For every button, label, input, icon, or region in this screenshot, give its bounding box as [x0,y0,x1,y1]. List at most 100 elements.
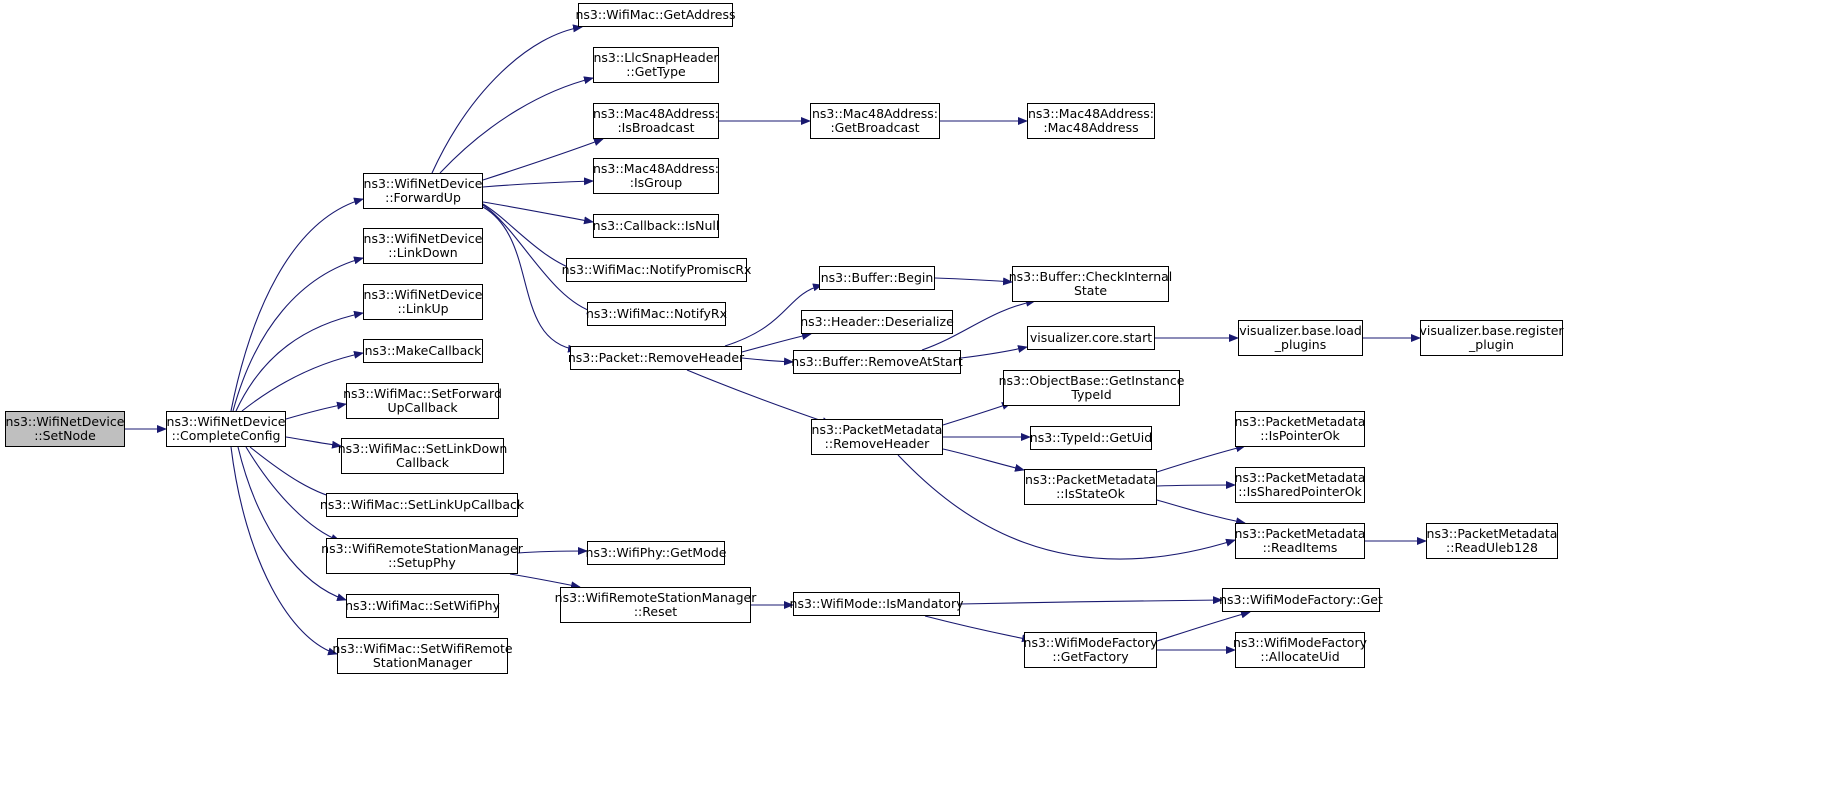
node-isbroadcast[interactable]: ns3::Mac48Address::IsBroadcast [593,103,719,139]
node-allocateuid[interactable]: ns3::WifiModeFactory::AllocateUid [1233,632,1367,668]
node-pmremoveheader[interactable]: ns3::PacketMetadata::RemoveHeader [811,419,943,455]
node-isstateok[interactable]: ns3::PacketMetadata::IsStateOk [1024,469,1157,505]
node-vizregisterplugin[interactable]: visualizer.base.register_plugin [1419,320,1564,356]
gettype-label-line-2: ::GetType [626,64,686,79]
linkup-label-line-2: ::LinkUp [397,301,449,316]
edge-setupphy-to-getmode [517,547,588,556]
node-setlinkupcallback[interactable]: ns3::WifiMac::SetLinkUpCallback [320,493,524,517]
setforwardupcallback-label-line-2: UpCallback [387,400,458,415]
node-notifyrx[interactable]: ns3::WifiMac::NotifyRx [586,302,728,326]
ispointerok-label-line-1: ns3::PacketMetadata [1234,413,1366,429]
isstateok-label-line-1: ns3::PacketMetadata [1025,471,1156,487]
edge-completeconfig-to-setlinkdowncallback [285,436,342,449]
node-ismandatory[interactable]: ns3::WifiMode::IsMandatory [790,592,963,616]
edge-packetremoveheader-to-bufferremoveatstart [741,357,794,366]
node-mac48address[interactable]: ns3::Mac48Address::Mac48Address [1027,103,1155,139]
setupphy-label-line-1: ns3::WifiRemoteStationManager [321,540,523,556]
edge-completeconfig-to-setforwardupcallback [285,401,347,420]
node-getfactory[interactable]: ns3::WifiModeFactory::GetFactory [1024,632,1157,668]
edge-bufferremoveatstart-to-vizcorestart [960,345,1028,359]
node-modefactoryget[interactable]: ns3::WifiModeFactory::Get [1219,588,1383,612]
setwifiremote-label-line-1: ns3::WifiMac::SetWifiRemote [332,640,513,656]
node-forwardup[interactable]: ns3::WifiNetDevice::ForwardUp [363,173,483,209]
getfactory-label-line-2: ::GetFactory [1052,649,1129,664]
vizcorestart-label-line-1: visualizer.core.start [1029,329,1153,345]
typeidgetuid-label-line-1: ns3::TypeId::GetUid [1029,429,1153,445]
bufferremoveatstart-label-line-1: ns3::Buffer::RemoveAtStart [791,353,963,369]
node-linkup[interactable]: ns3::WifiNetDevice::LinkUp [363,284,483,320]
edge-packetremoveheader-to-pmremoveheader [686,369,832,425]
edge-isstateok-to-readitems [1156,499,1246,526]
node-getmode[interactable]: ns3::WifiPhy::GetMode [585,541,727,565]
getmode-label-line-1: ns3::WifiPhy::GetMode [585,544,727,560]
edge-ismandatory-to-getfactory [924,615,1032,643]
edge-completeconfig-to-forwardup [230,197,364,412]
node-setwifiphy[interactable]: ns3::WifiMac::SetWifiPhy [345,594,500,618]
node-typeidgetuid[interactable]: ns3::TypeId::GetUid [1030,426,1152,450]
node-getaddress[interactable]: ns3::WifiMac::GetAddress [575,3,736,27]
edge-packetremoveheader-to-bufferbegin [724,283,823,347]
headerdeserialize-label-line-1: ns3::Header::Deserialize [800,313,954,329]
node-isgroup[interactable]: ns3::Mac48Address::IsGroup [593,158,719,194]
mac48address-label-line-1: ns3::Mac48Address: [1027,105,1155,121]
managerreset-label-line-1: ns3::WifiRemoteStationManager [554,589,757,605]
notifypromiscrx-label-line-1: ns3::WifiMac::NotifyPromiscRx [561,261,752,277]
setlinkupcallback-label-line-1: ns3::WifiMac::SetLinkUpCallback [319,496,525,512]
completeconfig-label-line-1: ns3::WifiNetDevice [166,413,286,429]
node-gettype[interactable]: ns3::LlcSnapHeader::GetType [593,47,719,83]
setwifiremote-label-line-2: StationManager [372,655,473,670]
getaddress-label-line-1: ns3::WifiMac::GetAddress [575,6,736,22]
node-setupphy[interactable]: ns3::WifiRemoteStationManager::SetupPhy [321,538,523,574]
packetremoveheader-label-line-1: ns3::Packet::RemoveHeader [567,349,745,365]
getbroadcast-label-line-2: :GetBroadcast [830,120,920,135]
readuleb128-label-line-1: ns3::PacketMetadata [1426,525,1558,541]
ismandatory-label-line-1: ns3::WifiMode::IsMandatory [789,595,964,611]
edge-ismandatory-to-modefactoryget [959,596,1223,605]
node-getbroadcast[interactable]: ns3::Mac48Address::GetBroadcast [810,103,940,139]
node-managerreset[interactable]: ns3::WifiRemoteStationManager::Reset [555,587,756,623]
edge-forwardup-to-notifyrx [482,204,597,315]
notifyrx-label-line-1: ns3::WifiMac::NotifyRx [586,305,728,321]
linkdown-label-line-2: ::LinkDown [388,245,458,260]
linkdown-label-line-1: ns3::WifiNetDevice [363,230,483,246]
node-headerdeserialize[interactable]: ns3::Header::Deserialize [800,310,954,334]
edge-bufferremoveatstart-to-checkinternalstate [921,298,1036,351]
allocateuid-label-line-2: ::AllocateUid [1260,649,1340,664]
edge-forwardup-to-isbroadcast [482,138,604,181]
vizloadplugins-label-line-2: _plugins [1274,337,1327,352]
node-isnull[interactable]: ns3::Callback::IsNull [593,214,719,238]
node-readitems[interactable]: ns3::PacketMetadata::ReadItems [1235,523,1365,559]
edge-bufferbegin-to-checkinternalstate [934,277,1013,286]
node-vizcorestart[interactable]: visualizer.core.start [1027,326,1155,350]
node-bufferbegin[interactable]: ns3::Buffer::Begin [819,266,935,290]
node-issharedpointerok[interactable]: ns3::PacketMetadata::IsSharedPointerOk [1235,467,1365,503]
node-packetremoveheader[interactable]: ns3::Packet::RemoveHeader [567,346,745,370]
isbroadcast-label-line-1: ns3::Mac48Address: [592,105,720,121]
node-ispointerok[interactable]: ns3::PacketMetadata::IsPointerOk [1235,411,1365,447]
node-vizloadplugins[interactable]: visualizer.base.load_plugins [1238,320,1363,356]
node-linkdown[interactable]: ns3::WifiNetDevice::LinkDown [363,228,483,264]
edge-setupphy-to-managerreset [509,573,581,590]
getinstancetypeid-label-line-2: TypeId [1071,387,1112,402]
node-makecallback[interactable]: ns3::MakeCallback [363,339,483,363]
edge-forwardup-to-getaddress [431,24,583,174]
pmremoveheader-label-line-1: ns3::PacketMetadata [811,421,943,437]
mac48address-label-line-2: :Mac48Address [1043,120,1139,135]
node-readuleb128[interactable]: ns3::PacketMetadata::ReadUleb128 [1426,523,1558,559]
node-notifypromiscrx[interactable]: ns3::WifiMac::NotifyPromiscRx [562,258,751,282]
forwardup-label-line-1: ns3::WifiNetDevice [363,175,483,191]
readitems-label-line-2: ::ReadItems [1262,540,1338,555]
getinstancetypeid-label-line-1: ns3::ObjectBase::GetInstance [998,372,1185,388]
isgroup-label-line-2: :IsGroup [629,175,683,190]
edge-getfactory-to-modefactoryget [1156,610,1251,642]
node-completeconfig[interactable]: ns3::WifiNetDevice::CompleteConfig [166,411,286,447]
forwardup-label-line-2: ::ForwardUp [385,190,461,205]
node-bufferremoveatstart[interactable]: ns3::Buffer::RemoveAtStart [791,350,963,374]
edge-completeconfig-to-linkdown [232,256,364,412]
